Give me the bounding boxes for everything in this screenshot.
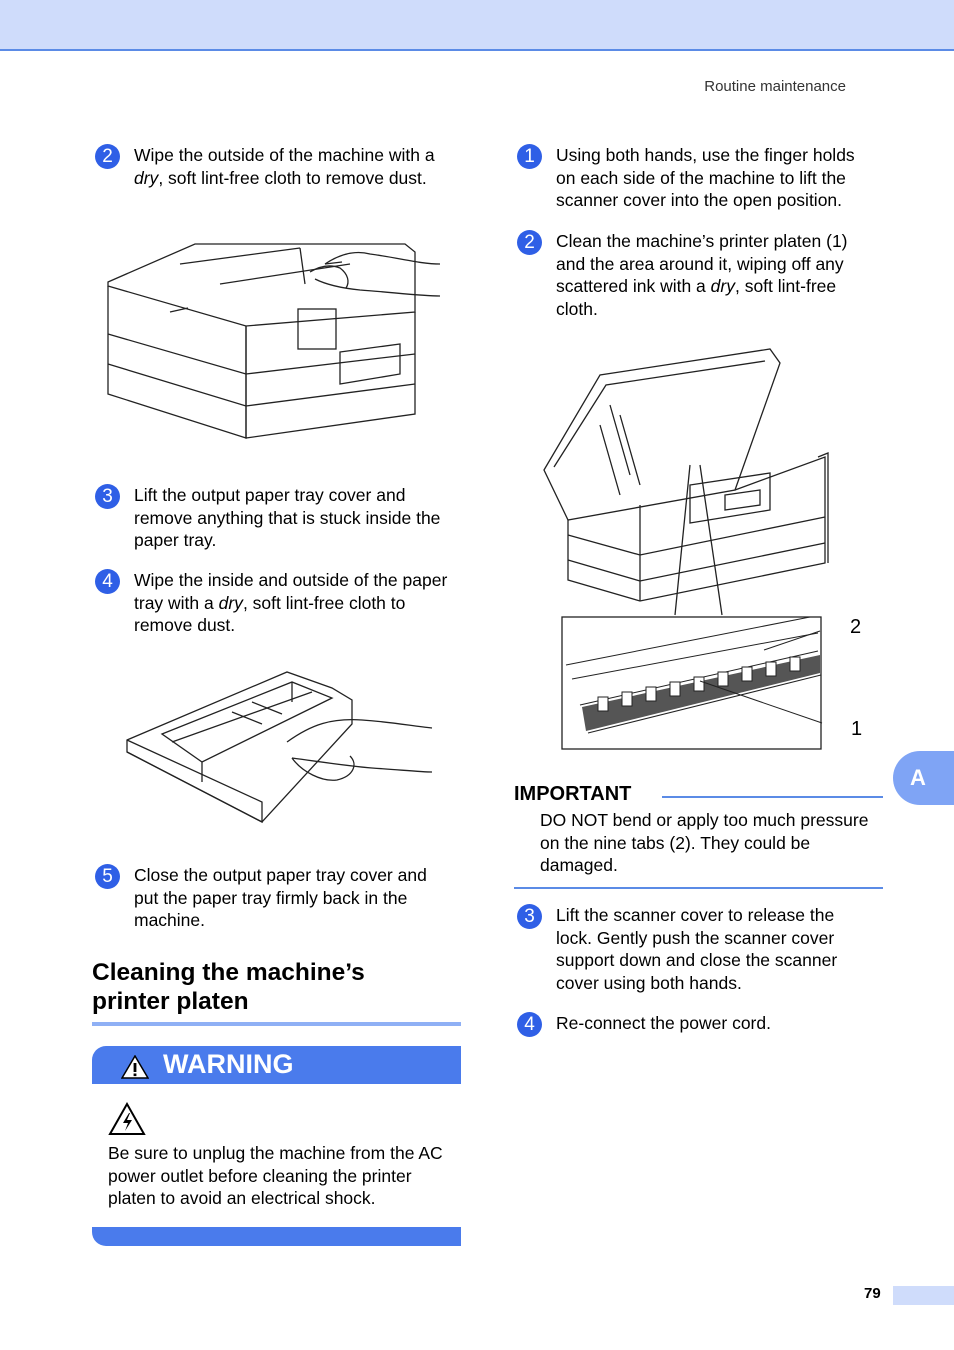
platen-detail-inset <box>561 616 822 750</box>
step-text: Lift the scanner cover to release the lo… <box>556 904 837 994</box>
warning-footer-bar <box>92 1227 461 1246</box>
electrical-hazard-icon <box>108 1102 146 1135</box>
important-line: DO NOT bend or apply too much pressure <box>540 810 869 830</box>
step-right-4: 4 Re-connect the power cord. <box>514 1012 894 1038</box>
warning-body: Be sure to unplug the machine from the A… <box>108 1142 468 1212</box>
step-text: Close the output paper tray cover and pu… <box>134 864 427 932</box>
step-number-badge: 1 <box>517 144 542 169</box>
step-text: Re-connect the power cord. <box>556 1012 771 1035</box>
step-left-5: 5 Close the output paper tray cover and … <box>92 864 462 934</box>
important-label: IMPORTANT <box>514 783 632 805</box>
step-line: on each side of the machine to lift the <box>556 167 846 188</box>
step-line: cover using both hands. <box>556 972 742 993</box>
step-line: cloth. <box>556 298 598 319</box>
step-number-badge: 3 <box>517 904 542 929</box>
step-text: Wipe the inside and outside of the paper… <box>134 569 447 637</box>
step-line: scattered ink with a dry, soft lint-free <box>556 276 837 296</box>
top-header-band <box>0 0 954 51</box>
important-rule-bottom <box>514 887 883 889</box>
warning-line: power outlet before cleaning the printer <box>108 1165 412 1186</box>
section-heading-line: Cleaning the machine’s <box>92 959 365 986</box>
step-line: support down and close the scanner <box>556 950 838 970</box>
callout-1: 1 <box>851 718 863 740</box>
running-head: Routine maintenance <box>704 78 846 95</box>
paper-tray-illustration <box>126 671 433 824</box>
step-number-badge: 2 <box>95 144 120 169</box>
important-line: on the nine tabs (2). They could be <box>540 832 811 853</box>
step-line: remove dust. <box>134 615 236 635</box>
step-number-badge: 4 <box>95 569 120 594</box>
step-line: Clean the machine’s printer platen (1) <box>556 231 848 251</box>
step-line: Lift the scanner cover to release the <box>556 905 835 925</box>
callout-2: 2 <box>850 616 862 638</box>
warning-label: WARNING <box>163 1049 294 1079</box>
step-line: scanner cover into the open position. <box>556 190 843 210</box>
step-text: Lift the output paper tray cover and rem… <box>134 484 440 552</box>
step-number-badge: 5 <box>95 864 120 889</box>
step-text: Wipe the outside of the machine with a d… <box>134 144 435 189</box>
appendix-tab: A <box>893 751 954 805</box>
step-right-3: 3 Lift the scanner cover to release the … <box>514 904 894 996</box>
step-line: paper tray. <box>134 530 217 550</box>
section-heading-line: printer platen <box>92 988 249 1015</box>
page-number-tab <box>893 1286 954 1305</box>
step-text: Using both hands, use the finger holds o… <box>556 144 855 212</box>
page-number: 79 <box>864 1285 881 1302</box>
step-left-4: 4 Wipe the inside and outside of the pap… <box>92 569 462 639</box>
important-rule-top <box>662 796 883 798</box>
warning-line: platen to avoid an electrical shock. <box>108 1188 376 1208</box>
step-line: Using both hands, use the finger holds <box>556 145 855 165</box>
step-line: Wipe the inside and outside of the paper <box>134 570 448 590</box>
warning-line: Be sure to unplug the machine from the A… <box>108 1143 443 1163</box>
printer-wiping-illustration <box>107 243 441 439</box>
step-text: Clean the machine’s printer platen (1) a… <box>556 230 848 320</box>
step-line: lock. Gently push the scanner cover <box>556 927 835 948</box>
step-line: and the area around it, wiping off any <box>556 253 844 274</box>
step-number-badge: 2 <box>517 230 542 255</box>
step-left-2: 2 Wipe the outside of the machine with a… <box>92 144 462 194</box>
step-left-3: 3 Lift the output paper tray cover and r… <box>92 484 462 554</box>
step-line: Lift the output paper tray cover and <box>134 485 406 505</box>
important-line: damaged. <box>540 855 618 875</box>
important-body: DO NOT bend or apply too much pressure o… <box>540 809 890 879</box>
open-scanner-illustration <box>543 348 829 750</box>
warning-triangle-icon <box>121 1055 149 1079</box>
step-right-1: 1 Using both hands, use the finger holds… <box>514 144 894 214</box>
step-number-badge: 4 <box>517 1012 542 1037</box>
step-line: Re-connect the power cord. <box>556 1013 771 1033</box>
section-heading: Cleaning the machine’s printer platen <box>92 958 461 1016</box>
step-line: tray with a dry, soft lint-free cloth to <box>134 592 406 613</box>
step-line: Wipe the outside of the machine with a <box>134 145 435 165</box>
step-line: dry, soft lint-free cloth to remove dust… <box>134 167 427 188</box>
step-line: remove anything that is stuck inside the <box>134 507 441 528</box>
warning-header-bar <box>92 1046 461 1084</box>
section-underline <box>92 1022 461 1026</box>
step-line: Close the output paper tray cover and <box>134 865 427 885</box>
step-right-2: 2 Clean the machine’s printer platen (1)… <box>514 230 894 322</box>
step-line: machine. <box>134 910 206 930</box>
step-number-badge: 3 <box>95 484 120 509</box>
step-line: put the paper tray firmly back in the <box>134 887 408 908</box>
